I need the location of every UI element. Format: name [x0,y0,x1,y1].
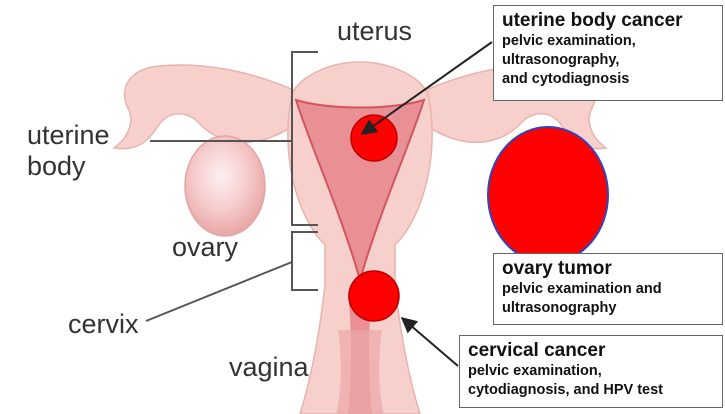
cervical-cancer-title: cervical cancer [468,340,606,361]
uterine-body-cancer-callout: uterine body cancer pelvic examination, … [493,5,723,101]
uterine-body-lesion [350,114,398,162]
cervix-leader [145,261,293,322]
cervix-label: cervix [68,309,139,339]
uterine-body-label-line1: uterine [27,120,110,150]
vagina-label: vagina [229,352,309,382]
uterine-body-label-line2: body [27,151,86,181]
ovary-tumor-line: ultrasonography [502,300,617,316]
ovary-label: ovary [172,232,239,262]
vaginal-canal [336,330,384,414]
uterine-body-cancer-line: ultrasonography, [502,52,620,68]
uterine-body-cancer-line: pelvic examination, [502,33,636,49]
uterine-body-cancer-title: uterine body cancer [502,10,683,31]
cervical-cancer-callout: cervical cancer pelvic examination, cyto… [459,335,723,408]
cervical-cancer-line: cytodiagnosis, and HPV test [468,382,663,398]
ovary-tumor-title: ovary tumor [502,258,612,279]
left-fallopian-tube [112,64,301,150]
cervical-cancer-arrow [400,316,459,367]
uterus-bracket [291,51,318,226]
left-ovary [184,135,266,237]
cervix-bracket [291,231,318,291]
uterine-body-cancer-line: and cytodiagnosis [502,71,630,87]
ovary-tumor-callout: ovary tumor pelvic examination and ultra… [493,253,723,325]
cervical-cancer-line: pelvic examination, [468,363,602,379]
ovary-tumor-line: pelvic examination and [502,281,662,297]
uterine-body-cancer-arrow [360,41,493,135]
ovary-tumor-lesion [487,126,609,264]
uterus-label: uterus [337,16,413,46]
cervical-lesion [348,270,400,322]
